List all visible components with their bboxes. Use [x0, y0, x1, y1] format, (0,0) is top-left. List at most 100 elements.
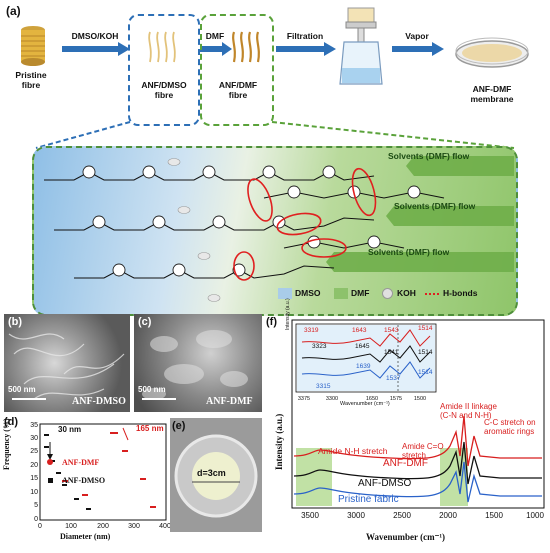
membrane-disc-drawing: [174, 434, 258, 518]
anf-dmso-label: ANF/DMSO fibre: [141, 80, 187, 100]
inset-ylabel: Intensity (a.u.): [285, 298, 291, 330]
svg-text:35: 35: [30, 422, 38, 429]
svg-text:25: 25: [30, 448, 38, 455]
mechanism-box: [32, 146, 518, 316]
series-label-anf-dmso: ANF-DMSO: [358, 478, 412, 489]
panel-c-label: (c): [138, 316, 152, 328]
svg-text:20: 20: [30, 462, 38, 469]
inset-peak-blue-1: 3315: [316, 383, 331, 390]
panel-e-label: (e): [172, 420, 186, 432]
caption-c: ANF-DMF: [206, 396, 253, 407]
sem-texture-c: [142, 330, 248, 400]
panel-d-ylabel: Frequency (%): [2, 418, 11, 470]
inset-peak-red-4: 1514: [418, 325, 433, 332]
svg-text:200: 200: [97, 523, 109, 530]
sem-image-anf-dmso: [4, 314, 130, 412]
annotation-cc-stretch: C-C stretch on aromatic rings: [484, 418, 536, 436]
svg-text:100: 100: [65, 523, 77, 530]
anf-dmf-label: ANF/DMF fibre: [218, 80, 258, 100]
series-label-anf-dmf: ANF-DMF: [383, 458, 428, 469]
svg-text:1575: 1575: [390, 396, 402, 402]
flow-label-3: Solvents (DMF) flow: [368, 247, 450, 257]
process-arrow-1: [62, 42, 130, 56]
legend-dmf-swatch: [334, 288, 348, 299]
legend-dmso-swatch: [278, 288, 292, 299]
svg-text:0: 0: [38, 523, 42, 530]
svg-text:3375: 3375: [298, 396, 310, 402]
inset-peak-black-2: 1645: [355, 343, 370, 350]
legend-dmso-label: DMSO: [295, 288, 321, 298]
inset-peak-blue-3: 1537: [386, 375, 401, 382]
anf-dmso-box: [128, 14, 200, 126]
svg-text:5: 5: [34, 502, 38, 509]
inset-peak-red-1: 3319: [304, 327, 319, 334]
svg-text:1500: 1500: [414, 396, 426, 402]
caption-b: ANF-DMSO: [72, 396, 126, 407]
diameter-histogram: 0 100 200 300 400 0 5 10 15 20 25 30 35: [30, 422, 170, 530]
inset-peak-black-4: 1514: [418, 349, 433, 356]
svg-text:2000: 2000: [439, 511, 457, 520]
svg-text:400: 400: [159, 523, 170, 530]
annotation-amide-co: Amide C=O stretch: [402, 442, 444, 460]
legend-dmf-label: DMF: [351, 288, 370, 298]
process-arrow-3: [276, 42, 336, 56]
inset-xlabel: Wavenumber (cm⁻¹): [340, 401, 390, 407]
svg-text:1500: 1500: [485, 511, 503, 520]
membrane-label: ANF-DMF membrane: [470, 84, 514, 104]
flow-label-1: Solvents (DMF) flow: [388, 151, 470, 161]
panel-d-label: (d): [4, 416, 19, 428]
panel-f-xlabel: Wavenumber (cm⁻¹): [366, 532, 446, 542]
annotation-amide-ii: Amide II linkage (C-N and N-H): [440, 402, 497, 420]
anf-dmso-fibre-icon: [148, 31, 176, 63]
inset-peak-blue-4: 1514: [418, 369, 433, 376]
annotation-30nm: 30 nm: [58, 425, 82, 434]
sem-image-anf-dmf: [134, 314, 262, 412]
process-arrow-4: [392, 42, 444, 56]
fibre-spool-icon: [21, 26, 45, 66]
step-filtration-label: Filtration: [286, 31, 324, 41]
panel-d-xlabel: Diameter (nm): [60, 532, 111, 541]
svg-text:0: 0: [34, 516, 38, 523]
annotation-amide-nh: Amide N-H stretch: [318, 446, 388, 456]
svg-text:300: 300: [128, 523, 140, 530]
panel-a-label: (a): [6, 4, 21, 18]
membrane-dish-icon: [455, 37, 529, 68]
svg-text:3000: 3000: [347, 511, 365, 520]
series-label-pristine: Pristine fabric: [338, 494, 399, 505]
panel-b-label: (b): [8, 316, 23, 328]
scale-bar-c: [142, 398, 176, 400]
inset-peak-red-3: 1543: [384, 327, 399, 334]
svg-text:2500: 2500: [393, 511, 411, 520]
panel-f-label: (f): [266, 316, 277, 328]
inset-peak-red-2: 1643: [352, 327, 367, 334]
process-arrow-2: [200, 42, 232, 56]
svg-text:15: 15: [30, 475, 38, 482]
sem-texture: [8, 333, 125, 400]
membrane-diameter-label: d=3cm: [197, 468, 226, 478]
anf-dmf-fibre-icon: [232, 31, 260, 63]
nh-band-highlight: [296, 448, 332, 506]
step-dmf-label: DMF: [205, 31, 225, 41]
series-pristine: [293, 461, 542, 503]
anf-dmf-box: [200, 14, 274, 126]
svg-text:3500: 3500: [301, 511, 319, 520]
pristine-fibre-label: Pristine fibre: [15, 70, 47, 90]
scale-label-b: 500 nm: [8, 385, 36, 394]
scale-bar-b: [12, 398, 46, 400]
flow-label-2: Solvents (DMF) flow: [394, 201, 476, 211]
svg-text:30: 30: [30, 435, 38, 442]
annotation-165nm: 165 nm: [136, 424, 164, 433]
inset-peak-blue-2: 1639: [356, 363, 371, 370]
membrane-photo: [170, 418, 262, 532]
zoom-lines: [35, 121, 515, 149]
legend-koh-sphere: [382, 288, 393, 299]
mechanism-legend: DMSO DMF KOH H-bonds: [278, 285, 498, 303]
legend-hbond-line: [425, 293, 439, 295]
scale-label-c: 500 nm: [138, 385, 166, 394]
svg-text:3300: 3300: [326, 396, 338, 402]
legend-koh-label: KOH: [397, 288, 416, 298]
legend-anf-dmf: ANF-DMF: [62, 458, 100, 467]
svg-text:10: 10: [30, 489, 38, 496]
filtration-funnel-icon: [339, 7, 383, 85]
